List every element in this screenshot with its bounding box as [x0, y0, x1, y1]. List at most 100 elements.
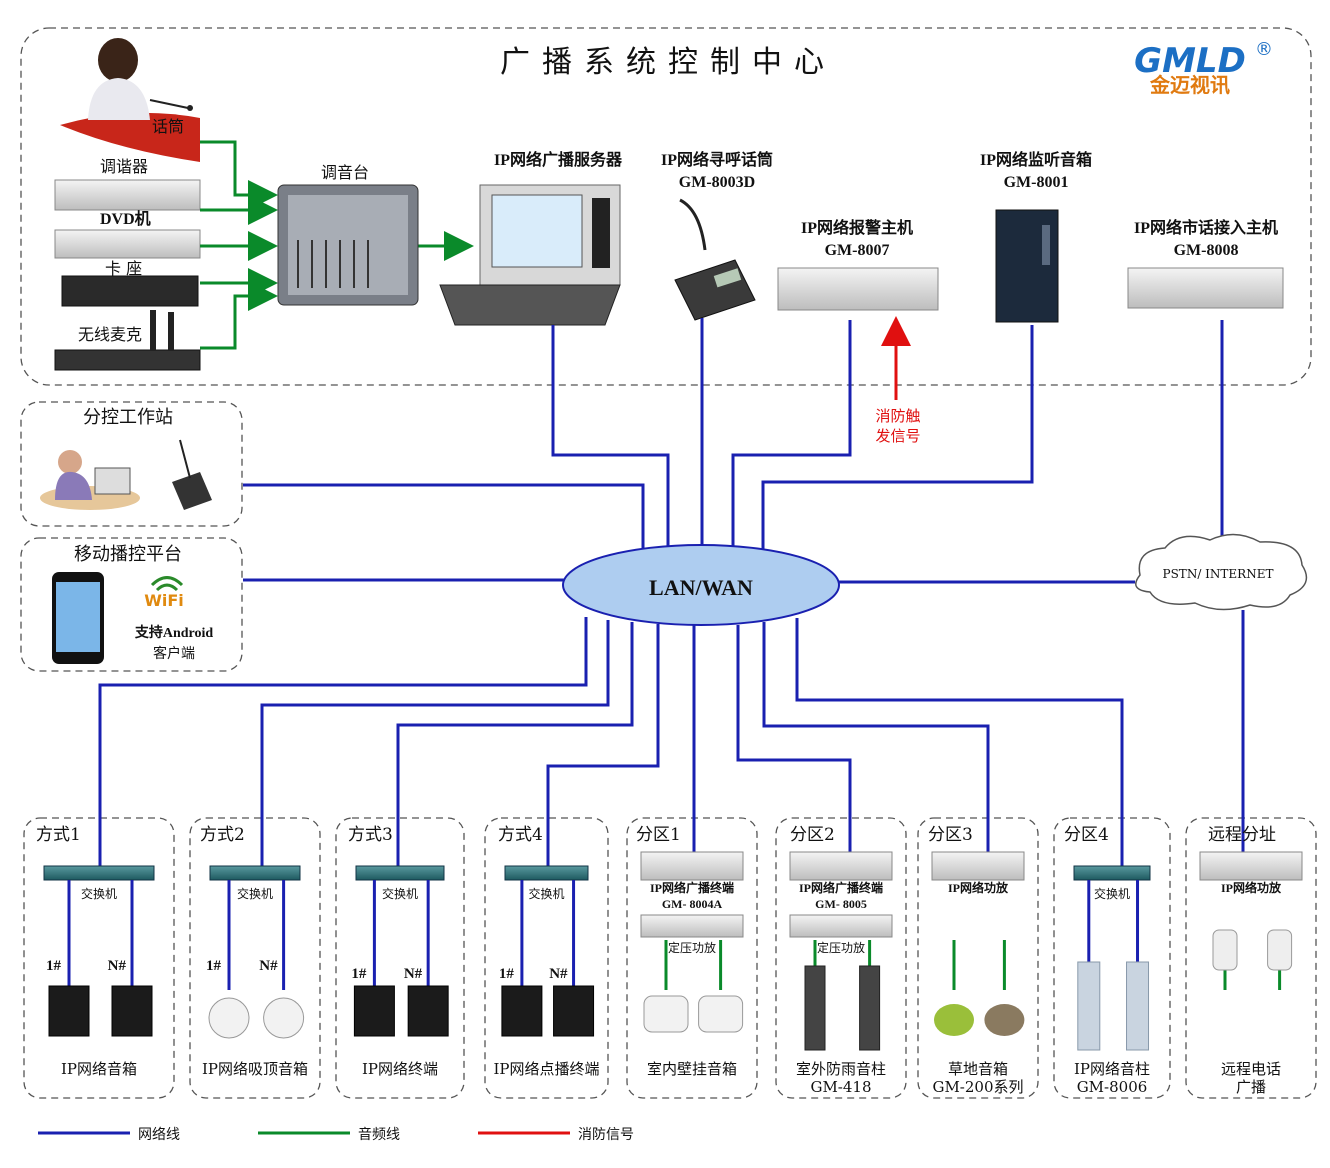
wall-speaker	[643, 995, 689, 1033]
box-speaker	[501, 985, 543, 1037]
mixer-device	[277, 184, 419, 306]
zone-title: 方式1	[36, 825, 81, 845]
zone-title: 方式2	[200, 825, 245, 845]
speaker-1-label: 1#	[351, 966, 367, 982]
zone-host-device	[931, 851, 1025, 881]
zone-caption-2: GM-418	[810, 1078, 871, 1096]
svg-text:®: ®	[1255, 39, 1273, 60]
zone-device-model: GM- 8004A	[662, 897, 723, 911]
source-mic-label: 话筒	[152, 117, 184, 136]
substation-workstation	[40, 439, 212, 510]
column-speaker	[859, 965, 881, 1051]
zone-device-label: 交换机	[1094, 886, 1130, 901]
zone-title: 方式4	[498, 825, 543, 845]
ceiling-speaker	[263, 997, 305, 1039]
monitor-speaker-device	[995, 209, 1059, 323]
switch-device	[43, 865, 155, 881]
paging-name: IP网络寻呼话筒	[661, 150, 773, 169]
zone-caption: IP网络吸顶音箱	[202, 1060, 308, 1078]
hub-label: LAN/WAN	[649, 575, 753, 600]
source-tuner-label: 调谐器	[100, 157, 148, 176]
lan-wan-hub	[562, 544, 840, 626]
network-lines	[98, 318, 1245, 872]
box-speaker	[553, 985, 595, 1037]
zone-caption-2: GM-200系列	[932, 1078, 1023, 1096]
wall-speaker	[698, 995, 744, 1033]
wireless-mic-device	[54, 310, 201, 371]
amp-device	[789, 914, 893, 938]
zone-caption: IP网络音箱	[61, 1060, 137, 1078]
zone-device-label: IP网络广播终端	[799, 880, 883, 895]
zone-title: 分区2	[790, 825, 835, 845]
fire-signal-line2: 发信号	[875, 427, 920, 445]
alarm-device	[777, 267, 939, 311]
zone-device-label: 交换机	[81, 886, 117, 901]
zone-host-device	[640, 851, 744, 881]
speaker-1-label: 1#	[499, 966, 515, 982]
zone-caption: 室外防雨音柱	[796, 1060, 886, 1078]
legend-label: 消防信号	[578, 1127, 634, 1143]
column-speaker	[804, 965, 826, 1051]
speaker-1-label: 1#	[46, 958, 62, 974]
zone-caption-2: 广播	[1236, 1078, 1266, 1096]
mobile-line1: 支持Android	[134, 624, 214, 641]
page-title: 广播系统控制中心	[500, 45, 836, 80]
phone-model: GM-8008	[1174, 242, 1239, 259]
audio-lines-sources	[200, 140, 474, 350]
cassette-device	[61, 275, 199, 307]
zone-caption: 远程电话	[1221, 1060, 1281, 1078]
zone-2: 方式2 交换机 1# N# IP网络吸顶音箱	[200, 825, 308, 1078]
source-dvd-label: DVD机	[100, 209, 151, 228]
server-device	[439, 184, 621, 326]
zone-title: 分区4	[1064, 825, 1109, 845]
fire-signal-line1: 消防触	[875, 407, 920, 425]
zone-caption: 室内壁挂音箱	[647, 1060, 737, 1078]
speaker-n-label: N#	[108, 958, 127, 974]
zone-host-device	[1199, 851, 1303, 881]
lawn-speaker	[934, 1004, 974, 1036]
wifi-icon: WiFi	[144, 576, 184, 610]
zone-title: 分区3	[928, 825, 973, 845]
remote-speaker	[1212, 929, 1238, 971]
pstn-cloud	[1135, 533, 1308, 611]
mobile-line2: 客户端	[153, 645, 195, 662]
column-speaker	[1077, 961, 1101, 1051]
zone-device-label: 交换机	[382, 886, 418, 901]
substation-box	[20, 401, 243, 527]
zone-device-label: 交换机	[237, 886, 273, 901]
speaker-n-label: N#	[259, 958, 278, 974]
zone-device-label: IP网络广播终端	[650, 880, 734, 895]
zone-device-label: IP网络功放	[1221, 880, 1282, 895]
substation-title: 分控工作站	[83, 407, 173, 428]
switch-device	[209, 865, 301, 881]
zone-caption: IP网络音柱	[1074, 1060, 1150, 1078]
alarm-model: GM-8007	[825, 242, 890, 259]
paging-mic-device	[674, 198, 756, 321]
monitor-model: GM-8001	[1004, 174, 1069, 191]
zone-caption: IP网络终端	[362, 1060, 438, 1078]
svg-text:WiFi: WiFi	[144, 591, 184, 610]
box-speaker	[353, 985, 395, 1037]
cloud-label: PSTN/ INTERNET	[1163, 567, 1274, 581]
smartphone-device	[52, 572, 104, 664]
legend: 网络线音频线消防信号	[38, 1126, 634, 1143]
zone-title: 分区1	[636, 825, 681, 845]
zone-device-label: 交换机	[528, 886, 564, 901]
zone-caption: IP网络点播终端	[493, 1060, 599, 1078]
speaker-1-label: 1#	[206, 958, 222, 974]
monitor-name: IP网络监听音箱	[980, 150, 1092, 169]
lawn-speaker	[984, 1004, 1025, 1036]
microphone-operator	[60, 38, 200, 162]
amp-label: 定压功放	[668, 940, 716, 955]
phone-name: IP网络市话接入主机	[1134, 218, 1278, 237]
paging-model: GM-8003D	[679, 174, 755, 191]
zone-boxes	[23, 817, 1317, 1099]
server-label: IP网络广播服务器	[494, 150, 623, 169]
phone-device	[1127, 267, 1284, 309]
